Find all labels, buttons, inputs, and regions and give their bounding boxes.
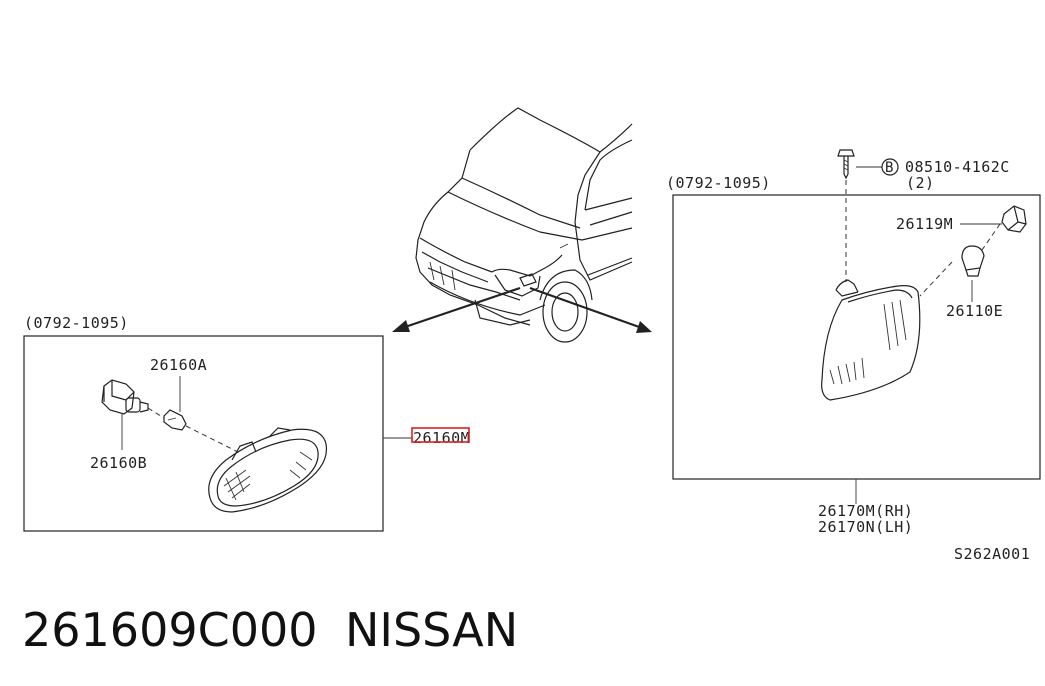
right-panel-box [672, 194, 1041, 480]
label-26160M: 26160M [413, 429, 470, 447]
left-bulb-part [163, 409, 187, 431]
corner-lamp-assembly [821, 279, 921, 401]
arrow-to-left-panel [392, 286, 521, 332]
diagram-code: S262A001 [954, 545, 1030, 563]
left-dash-socket-bulb [147, 407, 165, 419]
car-illustration [415, 107, 633, 343]
label-26170M-RH: 26170M(RH) [818, 502, 913, 520]
label-screw-marker: B [885, 160, 894, 176]
right-socket-part [1001, 205, 1027, 233]
left-socket-part [101, 379, 149, 415]
brand-title: NISSAN [345, 603, 518, 657]
label-26119M: 26119M [896, 215, 953, 233]
highlight-box [411, 427, 470, 443]
left-side-marker-lamp [208, 427, 328, 513]
dash-socket-bulb [981, 223, 1001, 251]
screw-part [837, 149, 855, 180]
label-08510-4162C: 08510-4162C [905, 158, 1010, 176]
part-number-title: 261609C000 [22, 603, 318, 657]
label-26110E: 26110E [946, 302, 1003, 320]
right-date-range: (0792-1095) [666, 174, 771, 192]
dash-bulb-lamp [919, 261, 953, 297]
screw-marker-circle [881, 158, 899, 176]
right-bulb-part [961, 245, 985, 277]
label-26170N-LH: 26170N(LH) [818, 518, 913, 536]
label-26160B: 26160B [90, 454, 147, 472]
label-26160A: 26160A [150, 356, 207, 374]
left-panel-box [23, 335, 384, 532]
left-dash-bulb-lamp [185, 425, 239, 453]
label-screw-qty: (2) [906, 174, 935, 192]
left-date-range: (0792-1095) [24, 314, 129, 332]
arrow-to-right-panel [529, 286, 652, 333]
